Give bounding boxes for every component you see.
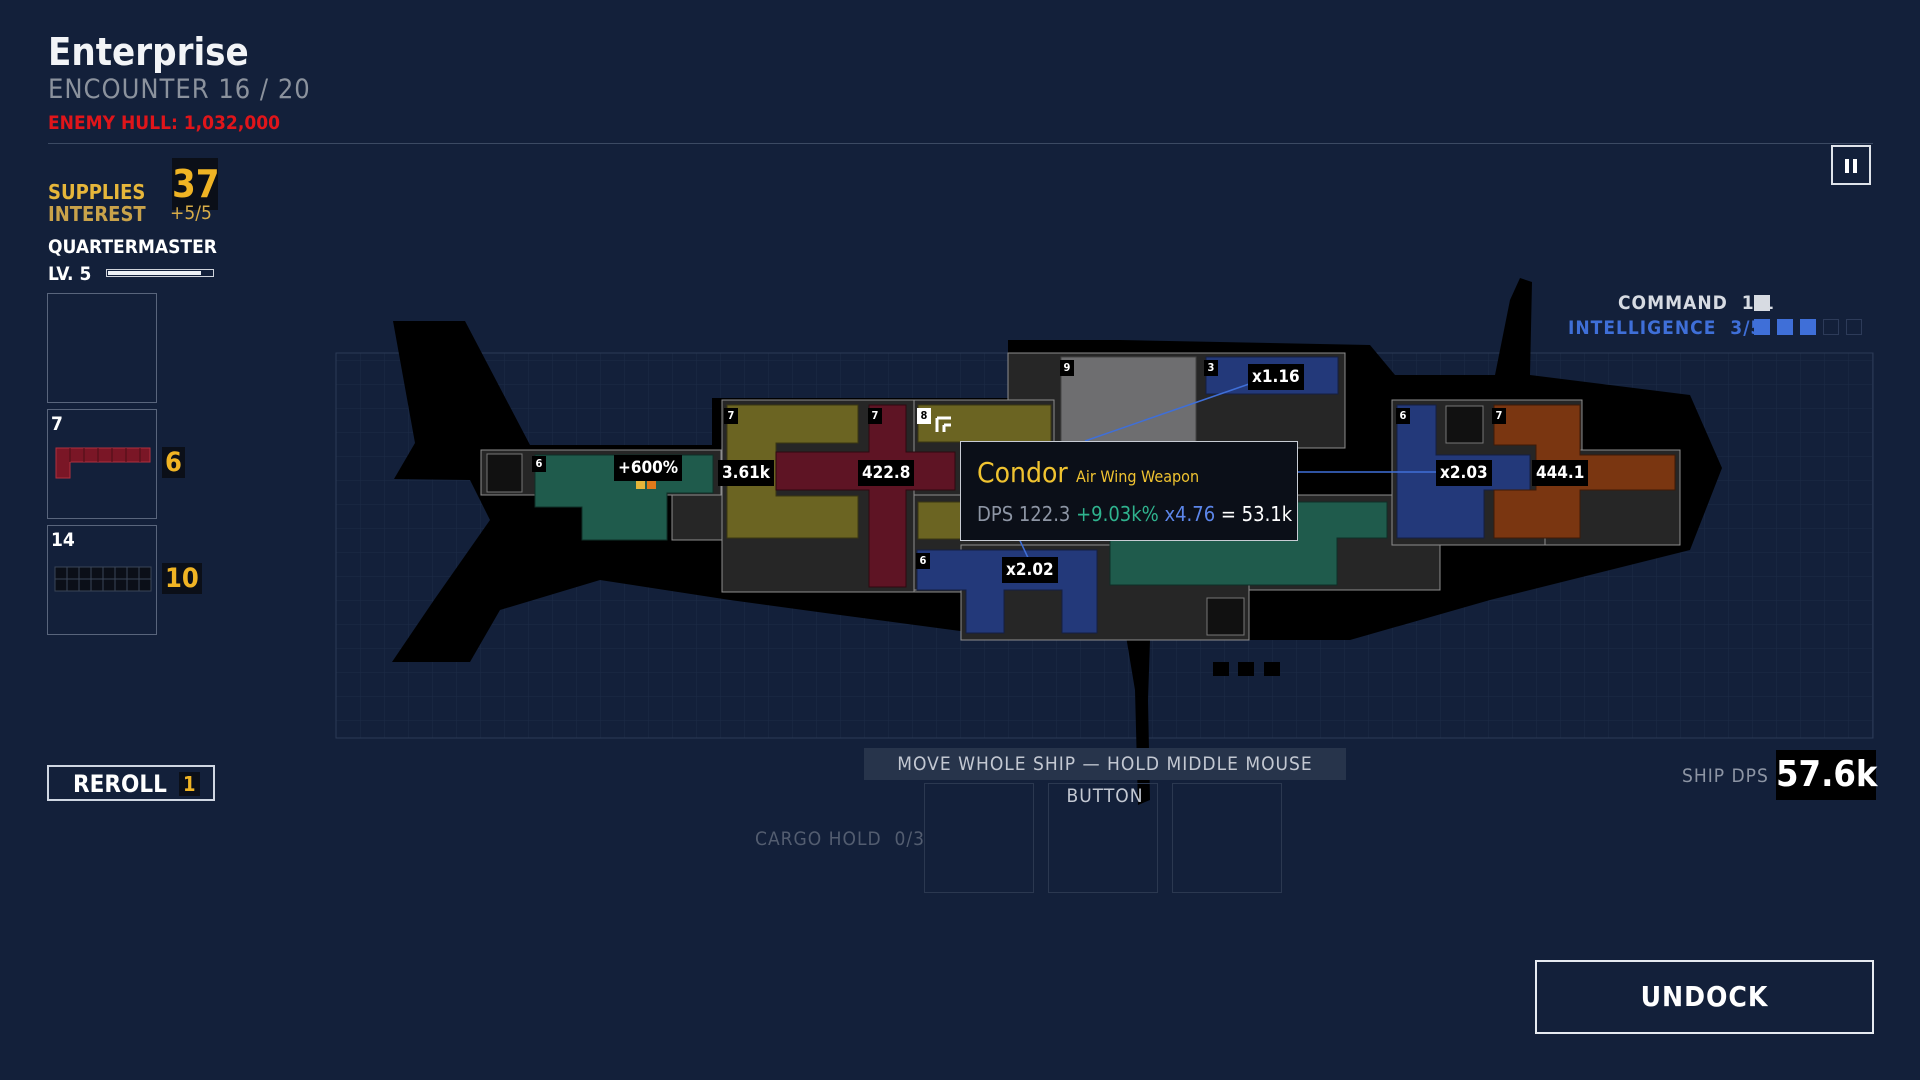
module-value-label: 422.8 [858,460,915,486]
intel-slot-empty [1846,319,1862,335]
level-progress-bar [106,269,214,277]
hull-vent [1264,662,1280,676]
tooltip-dps-mult: x4.76 [1164,502,1216,526]
control-hint: MOVE WHOLE SHIP — HOLD MIDDLE MOUSE BUTT… [864,748,1346,807]
intelligence-text: INTELLIGENCE [1568,317,1717,339]
cargo-slot[interactable] [1172,783,1282,893]
reroll-label: REROLL [73,770,167,798]
enemy-hull: ENEMY HULL: 1,032,000 [48,112,280,134]
tooltip-module-name: Condor [977,456,1068,489]
cargo-hold-label: CARGO HOLD 0/3 [755,828,925,850]
slot-level: 7 [51,413,63,435]
cargo-slot[interactable] [1048,783,1158,893]
red-module-cross[interactable] [775,404,956,588]
module-value-label: x1.16 [1248,364,1304,390]
module-value-label: 3.61k [718,460,774,486]
level-progress-fill [108,271,202,275]
module-value-label: +600% [614,455,683,481]
module-level: 7 [868,408,882,424]
interest-text: INTEREST [48,202,146,226]
ship-dps-label: SHIP DPS [1682,765,1769,787]
empty-socket [486,453,523,493]
supplies-text: SUPPLIES [48,180,146,204]
tooltip-module-type: Air Wing Weapon [1076,467,1200,486]
buff-indicator [647,480,656,489]
tooltip-dps-label: DPS [977,502,1014,526]
grey-module[interactable] [1060,356,1197,446]
tooltip-dps-breakdown: DPS 122.3 +9.03k% x4.76 = 53.1k [977,502,1292,526]
undock-button[interactable]: UNDOCK [1535,960,1874,1034]
intel-slot-empty [1823,319,1839,335]
cursor-icon [935,416,951,432]
shop-module-red-preview [55,447,151,479]
quartermaster-level: LV. 5 [48,263,92,285]
yellow-module-center[interactable] [917,404,1052,443]
supplies-label: SUPPLIES INTEREST [48,181,146,225]
tooltip-dps-total: 53.1k [1241,502,1293,526]
module-level: 7 [1492,408,1506,424]
shop-cost-2: 10 [162,563,202,594]
shop-slot-2[interactable]: 14 [47,525,157,635]
cargo-value: 0/3 [894,828,926,850]
empty-socket [1206,597,1245,636]
empty-socket [1445,405,1484,444]
command-slot-filled [1754,295,1770,311]
yellow-module-left[interactable] [726,404,859,539]
module-level: 9 [1060,360,1074,376]
buff-indicator [636,480,645,489]
ship-dps-value: 57.6k [1776,750,1877,800]
shop-slot-empty[interactable] [47,293,157,403]
slot-level: 14 [51,529,75,551]
ship-name: Enterprise [48,30,249,74]
cargo-slot[interactable] [924,783,1034,893]
shop-module-black-preview [54,566,152,592]
intel-slot-filled [1800,319,1816,335]
pause-button[interactable] [1831,145,1871,185]
reroll-button[interactable]: REROLL 1 [47,765,215,801]
interest-value: +5/5 [170,202,212,224]
module-level-selected: 8 [917,408,931,424]
module-value-label: x2.02 [1002,557,1058,583]
module-tooltip: Condor Air Wing Weapon DPS 122.3 +9.03k%… [960,441,1298,541]
supplies-value: 37 [172,158,220,210]
intel-slot-filled [1754,319,1770,335]
tooltip-dps-add: +9.03k% [1076,502,1159,526]
tooltip-dps-base: 122.3 [1018,502,1071,526]
cargo-label-text: CARGO HOLD [755,828,882,850]
encounter-counter: ENCOUNTER 16 / 20 [48,74,311,105]
module-level: 6 [916,553,930,569]
intel-slot-filled [1777,319,1793,335]
tooltip-dps-eq: = [1220,502,1236,526]
header-divider [48,143,1873,144]
shop-cost-1: 6 [162,447,185,478]
shop-slot-1[interactable]: 7 [47,409,157,519]
module-level: 7 [724,408,738,424]
module-value-label: 444.1 [1532,460,1589,486]
module-level: 6 [1396,408,1410,424]
module-level: 3 [1204,360,1218,376]
module-level: 6 [532,456,546,472]
reroll-count: 1 [179,772,200,796]
pause-icon-bar [1853,159,1857,173]
hull-vent [1213,662,1229,676]
module-value-label: x2.03 [1436,460,1492,486]
pause-icon [1845,159,1849,173]
hull-vent [1238,662,1254,676]
command-text: COMMAND [1618,292,1728,314]
quartermaster-label: QUARTERMASTER [48,236,217,258]
